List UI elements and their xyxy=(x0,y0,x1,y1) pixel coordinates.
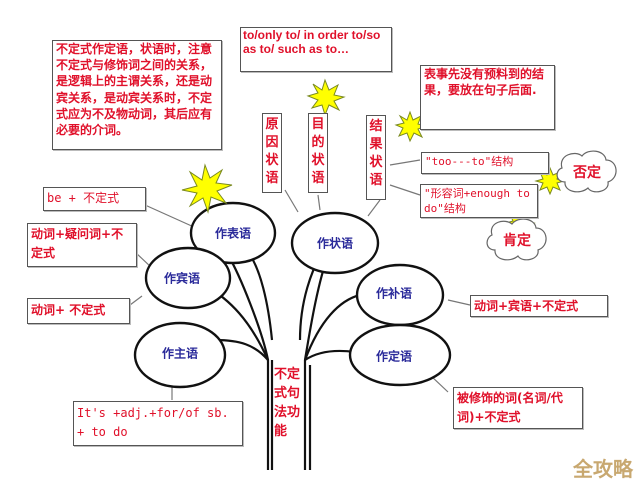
cloud-positive: 肯定 xyxy=(503,233,531,249)
ellipse-predicative xyxy=(189,201,277,265)
watermark: 全攻略 xyxy=(573,457,633,481)
box-result-adverbial: 结果状语 xyxy=(366,115,386,200)
box-be-inf: be + 不定式 xyxy=(43,187,146,211)
box-verb-inf: 动词+ 不定式 xyxy=(27,298,130,324)
node-predicative: 作表语 xyxy=(214,226,252,241)
node-complement: 作补语 xyxy=(375,286,413,301)
box-too-to: "too---to"结构 xyxy=(421,152,549,174)
note-result: 表事先没有预料到的结果，要放在句子后面. xyxy=(420,65,555,130)
box-verb-obj-inf: 动词+宾语+不定式 xyxy=(470,295,608,317)
box-enough-to: "形容词+enough to do"结构 xyxy=(420,184,538,218)
box-its-adj: It's +adj.+for/of sb. + to do xyxy=(73,401,243,446)
root-label: 不定式句法功能 xyxy=(274,367,301,439)
box-purpose-adverbial: 目的状语 xyxy=(308,113,328,193)
node-subject: 作主语 xyxy=(161,346,199,361)
node-object: 作宾语 xyxy=(163,271,201,286)
box-reason-adverbial: 原因状语 xyxy=(262,113,282,193)
cloud-negative: 否定 xyxy=(573,165,601,181)
box-verb-wh-inf: 动词+疑问词+不定式 xyxy=(27,223,137,267)
note-attributive-adverbial: 不定式作定语，状语时，注意不定式与修饰词之间的关系，是逻辑上的主谓关系，还是动宾… xyxy=(52,40,222,150)
note-purpose-phrases: to/only to/ in order to/so as to/ such a… xyxy=(240,27,392,72)
node-adverbial: 作状语 xyxy=(316,236,354,251)
node-attributive: 作定语 xyxy=(375,349,413,364)
box-modified-word: 被修饰的词(名词/代词)+不定式 xyxy=(453,387,583,429)
